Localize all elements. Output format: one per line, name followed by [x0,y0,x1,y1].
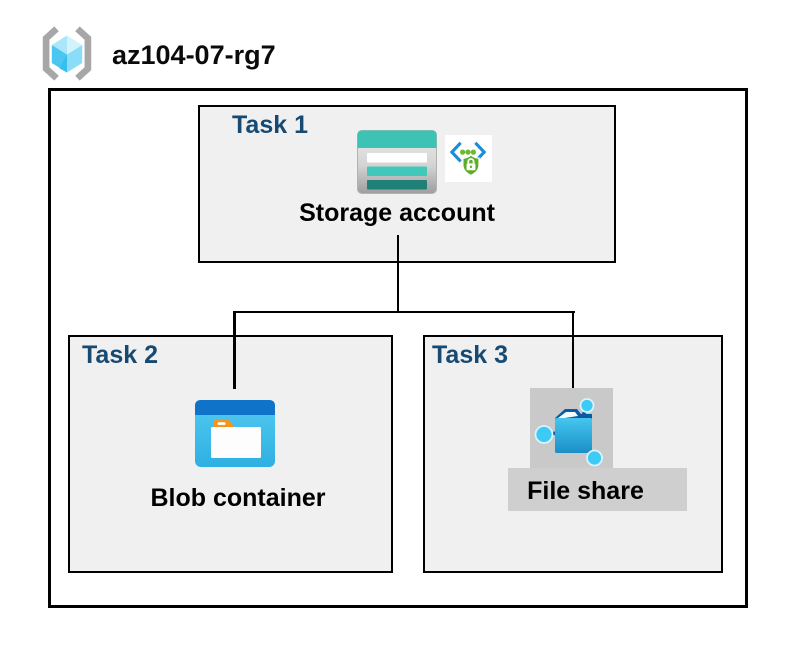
file-share-label: File share [527,477,644,505]
storage-account-icon [357,130,437,194]
sas-icon [445,135,492,182]
task-2-label: Task 2 [82,341,158,369]
file-share-icon [530,388,613,468]
connector-storage-down [396,235,399,313]
connector-to-blob [233,310,236,389]
task-1-label: Task 1 [232,111,308,139]
blob-container-label: Blob container [150,484,326,512]
connector-to-fileshare [571,310,574,389]
file-share-label-strip [508,468,687,511]
resource-group-icon [36,25,98,82]
connector-horizontal [233,310,575,313]
blob-container-icon [195,400,275,467]
resource-group-title: az104-07-rg7 [112,40,276,70]
task-3-label: Task 3 [432,341,508,369]
storage-account-label: Storage account [299,199,495,227]
